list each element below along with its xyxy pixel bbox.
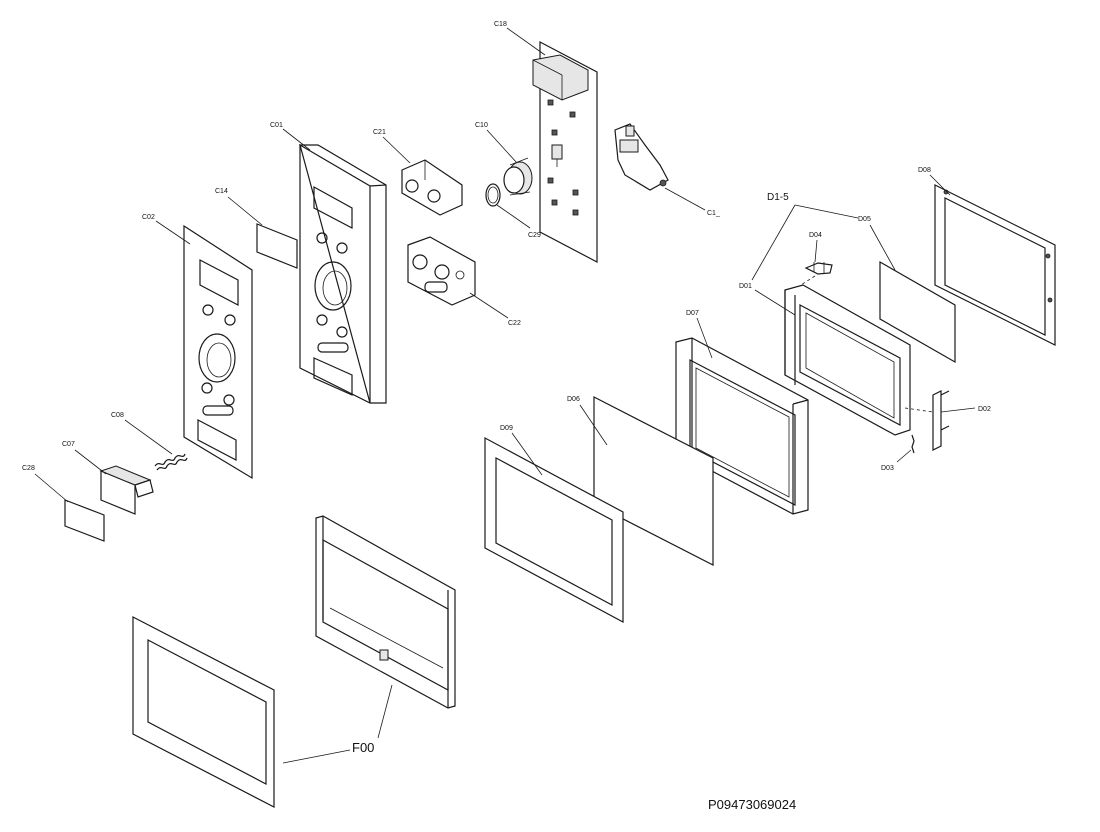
leader-d01 — [754, 289, 796, 316]
group-d1-5-leaders — [751, 204, 859, 281]
label-c02: C02 — [142, 214, 155, 221]
leader-d04-dash — [792, 275, 816, 291]
leader-d02 — [940, 407, 976, 413]
label-d08: D08 — [918, 167, 931, 174]
label-d02: D02 — [978, 406, 991, 413]
label-d1-5: D1-5 — [767, 192, 789, 203]
part-c22-button-holder — [407, 236, 476, 306]
part-d06-glass — [593, 396, 714, 566]
leader-c28 — [34, 473, 69, 503]
leader-c07 — [74, 449, 107, 475]
leader-c08 — [124, 419, 173, 455]
part-c29-ring — [485, 183, 501, 207]
part-d01-inner-door — [784, 284, 911, 436]
part-c08-spring — [154, 453, 188, 471]
label-d06: D06 — [567, 396, 580, 403]
label-f00: F00 — [352, 740, 374, 755]
label-d01: D01 — [739, 283, 752, 290]
leader-c10 — [486, 129, 518, 164]
leader-d02-dash — [904, 407, 934, 413]
part-c07-button — [99, 465, 154, 515]
group-f00-leaders — [282, 684, 393, 764]
document-number: P09473069024 — [708, 797, 797, 812]
part-c21-button-holder — [401, 159, 463, 216]
part-c10-motor — [503, 157, 533, 196]
label-c07: C07 — [62, 441, 75, 448]
part-f00-door-housing — [315, 515, 456, 709]
leader-d06 — [579, 404, 608, 446]
part-d09-window-frame — [484, 436, 624, 624]
part-d05-glass — [879, 260, 956, 364]
leader-c21 — [382, 136, 411, 164]
label-d05: D05 — [858, 216, 871, 223]
leader-d03 — [896, 449, 912, 463]
label-d07: D07 — [686, 310, 699, 317]
leader-c1 — [664, 187, 706, 211]
label-c10: C10 — [475, 122, 488, 129]
leader-d05 — [869, 224, 896, 271]
part-c1-switch — [614, 123, 669, 191]
label-d03: D03 — [881, 465, 894, 472]
leader-c01 — [282, 128, 311, 151]
part-d02-hinge — [932, 390, 950, 451]
leader-c14 — [227, 196, 263, 226]
part-c18-circuit-board — [532, 41, 598, 263]
label-c01: C01 — [270, 122, 283, 129]
part-f00-front-glass — [132, 616, 275, 808]
leader-d07 — [696, 317, 713, 359]
part-d07-door-frame — [675, 337, 809, 515]
part-c14-window — [256, 223, 298, 269]
leader-d04 — [814, 239, 818, 263]
part-d08-door-frame — [934, 184, 1056, 346]
leader-c18 — [506, 27, 546, 56]
label-c22: C22 — [508, 320, 521, 327]
label-c18: C18 — [494, 21, 507, 28]
label-c21: C21 — [373, 129, 386, 136]
part-d03-spring — [911, 434, 915, 454]
leader-d09 — [511, 432, 543, 476]
label-d09: D09 — [500, 425, 513, 432]
part-c02-front-panel — [183, 224, 253, 480]
part-d04-latch — [804, 262, 833, 275]
label-c28: C28 — [22, 465, 35, 472]
label-c14: C14 — [215, 188, 228, 195]
label-d04: D04 — [809, 232, 822, 239]
label-c08: C08 — [111, 412, 124, 419]
leader-c02 — [155, 220, 191, 245]
label-c1: C1_ — [707, 210, 720, 217]
part-c01-control-frame — [299, 143, 387, 404]
part-c28-button-cap — [64, 499, 105, 542]
leader-c29 — [496, 204, 531, 229]
label-c29: C29 — [528, 232, 541, 239]
leader-c22 — [469, 292, 509, 319]
leader-d08 — [929, 174, 951, 196]
